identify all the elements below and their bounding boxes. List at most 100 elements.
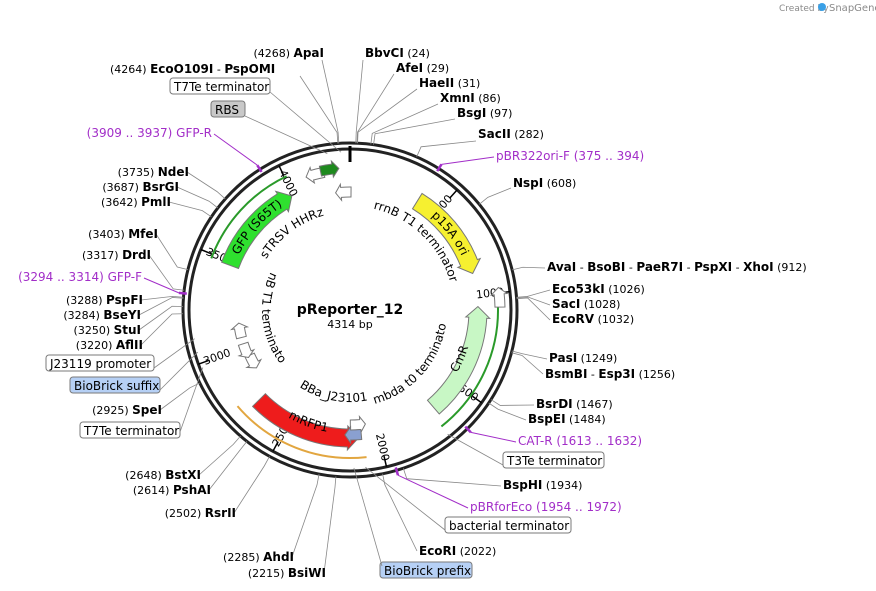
box-t3te-terminator[interactable]: T3Te terminator [506,454,602,468]
box-leader [159,351,199,391]
enzyme-bsphi[interactable]: BspHI (1934) [503,478,582,492]
tick-1500 [472,395,483,404]
snapgene-credit: Created by SnapGene [779,3,876,14]
primer-gfp-f[interactable]: (3294 .. 3314) GFP-F [18,270,142,284]
primer-mark [394,467,400,476]
box-rbs[interactable]: RBS [215,103,239,117]
leader-line [148,254,185,291]
primer-labels: pBR322ori-F (375 .. 394) CAT-R (1613 .. 1… [18,126,644,514]
enzyme-bsgi[interactable]: BsgI (97) [457,106,512,120]
leader-line [186,171,226,200]
enzyme-ecori[interactable]: EcoRI (2022) [419,544,496,558]
enzyme-rsrii[interactable]: (2502) RsrII [165,506,236,520]
enzyme-haeii[interactable]: HaeII (31) [419,76,480,90]
backbone [181,141,519,479]
gfp-orf-line [210,175,288,259]
feature-small-t7te[interactable] [334,182,352,202]
leader-line [479,187,512,205]
leader-line [140,313,184,346]
leader-line [416,140,477,158]
box-j23119-promoter[interactable]: J23119 promoter [49,357,151,371]
enzyme-bstxi[interactable]: (2648) BstXI [125,468,201,482]
enzyme-spei[interactable]: (2925) SpeI [92,403,162,417]
feature-small-prefix[interactable] [344,425,363,445]
feature-gfp[interactable] [220,190,293,270]
box-leader [269,91,342,153]
box-biobrick-suffix-frame [69,376,161,394]
enzyme-mfei[interactable]: (3403) MfeI [88,227,158,241]
enzyme-pspfi[interactable]: (3288) PspFI [66,293,143,307]
enzyme-pmli[interactable]: (3642) PmlI [101,195,171,209]
leader-line [323,476,337,574]
enzyme-drdi[interactable]: (3317) DrdI [82,248,151,262]
enzyme-nspi[interactable]: NspI (608) [513,176,576,190]
leader-line [159,382,200,411]
leader-line [511,350,548,360]
primer-leader [441,156,495,165]
box-t7te-terminator-frame [169,77,271,95]
primer-mark [436,163,443,172]
enzyme-ndei[interactable]: (3735) NdeI [118,165,189,179]
box-t7te-terminator[interactable]: T7Te terminator [173,80,269,94]
primer-leader [470,431,517,443]
enzyme-bsmbi-esp3i[interactable]: BsmBI - Esp3I (1256) [545,367,675,381]
enzyme-aflii[interactable]: (3220) AflII [76,338,143,352]
box-bacterial-terminator[interactable]: bacterial terminator [449,519,569,533]
primer-gfp-r[interactable]: (3909 .. 3937) GFP-R [87,126,212,140]
enzyme-eco53ki[interactable]: Eco53kI (1026) [552,282,645,296]
primer-pbrforeco[interactable]: pBRforEco (1954 .. 1972) [470,500,622,514]
enzyme-xmni[interactable]: XmnI (86) [440,91,501,105]
leader-line [208,441,248,491]
box-j23119-promoter-frame [45,354,155,372]
primer-pbr322ori-f[interactable]: pBR322ori-F (375 .. 394) [496,149,644,163]
leader-line [516,296,551,306]
enzyme-bbvci[interactable]: BbvCI (24) [365,46,430,60]
box-t7te-terminator-frame [79,421,181,439]
leader-line [198,435,241,476]
box-biobrick-prefix[interactable]: BioBrick prefix [384,564,471,578]
enzyme-sacii[interactable]: SacII (282) [478,127,544,141]
primer-leader [213,133,258,166]
enzyme-stui[interactable]: (3250) StuI [74,323,141,337]
enzyme-apai[interactable]: (4268) ApaI [253,46,324,60]
box-bacterial-terminator-frame [444,516,572,534]
feature-small-hhrz[interactable] [318,159,340,179]
feature-cmr[interactable] [426,305,492,415]
feature-mrfp1[interactable] [251,392,360,452]
feature-small-terminator-a[interactable] [489,286,509,308]
enzyme-ahdi[interactable]: (2285) AhdI [223,550,294,564]
enzyme-labels: (4268) ApaI (4264) EcoO109I - PspOMI BbvCI… [63,46,806,580]
enzyme-bsiwi[interactable]: (2215) BsiWI [248,566,326,580]
enzyme-afei[interactable]: AfeI (29) [396,61,449,75]
box-leader [244,115,328,155]
feature-small-terminator-c[interactable] [237,341,256,359]
box-rbs-frame [210,100,246,118]
leader-line [138,305,184,331]
tick-500 [449,189,458,199]
leader-line [490,399,535,406]
enzyme-bsrgi[interactable]: (3687) BsrGI [102,180,179,194]
enzyme-bspei[interactable]: BspEI (1484) [528,412,606,426]
primer-cat-r[interactable]: CAT-R (1613 .. 1632) [518,434,642,448]
enzyme-ecoo109i-pspomi[interactable]: (4264) EcoO109I - PspOMI [110,62,275,76]
primer-mark [256,164,263,173]
enzyme-ava-i-group[interactable]: AvaI - BsoBI - PaeR7I - PspXI - XhoI (91… [547,260,807,274]
mrfp1-orf-line [236,405,367,459]
feature-small-promoter[interactable] [229,322,250,340]
enzyme-pshai[interactable]: (2614) PshAI [133,483,211,497]
primer-leader [143,277,180,294]
enzyme-bseyi[interactable]: (3284) BseYI [63,308,141,322]
enzyme-bsrdi[interactable]: BsrDI (1467) [536,397,613,411]
credit-brand: SnapGene [829,3,876,14]
tick-4000 [278,165,285,176]
box-t7te-terminator[interactable]: T7Te terminator [83,424,179,438]
enzyme-ecorv[interactable]: EcoRV (1032) [552,312,634,326]
plasmid-name: pReporter_12 [297,302,403,318]
enzyme-pasi[interactable]: PasI (1249) [549,351,617,365]
feature-p15a-ori[interactable] [411,192,482,275]
leader-line [516,297,551,321]
box-biobrick-suffix[interactable]: BioBrick suffix [74,379,159,393]
enzyme-saci[interactable]: SacI (1028) [552,297,620,311]
